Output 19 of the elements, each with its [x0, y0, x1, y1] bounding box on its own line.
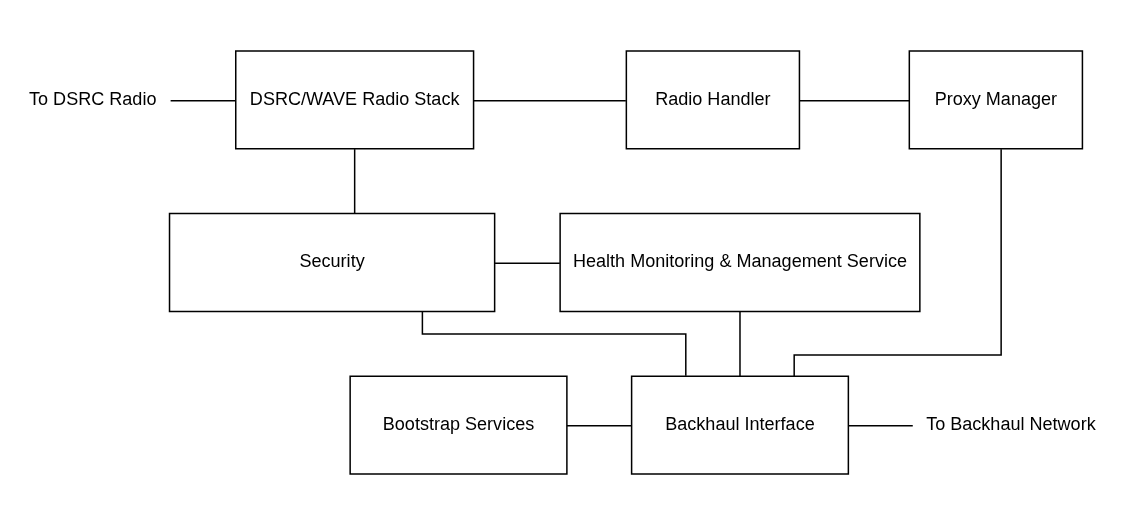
- connector: [566, 425, 632, 427]
- node-text: To DSRC Radio: [29, 88, 157, 109]
- connector: [847, 425, 914, 427]
- connector: [494, 262, 561, 264]
- connector: [473, 99, 627, 102]
- node-text: To Backhaul Network: [926, 413, 1096, 434]
- connector: [421, 311, 687, 377]
- node-box: Security: [168, 212, 496, 313]
- connector: [169, 99, 237, 102]
- connector: [793, 148, 1002, 377]
- node-box: DSRC/WAVE Radio Stack: [235, 50, 475, 150]
- connector: [353, 148, 356, 215]
- node-box: Health Monitoring & Management Service: [559, 212, 921, 313]
- node-box: Radio Handler: [625, 50, 801, 150]
- node-box: Backhaul Interface: [630, 375, 850, 475]
- connector: [798, 99, 910, 102]
- connector: [739, 310, 741, 377]
- node-box: Proxy Manager: [908, 50, 1084, 150]
- node-box: Bootstrap Services: [349, 375, 568, 475]
